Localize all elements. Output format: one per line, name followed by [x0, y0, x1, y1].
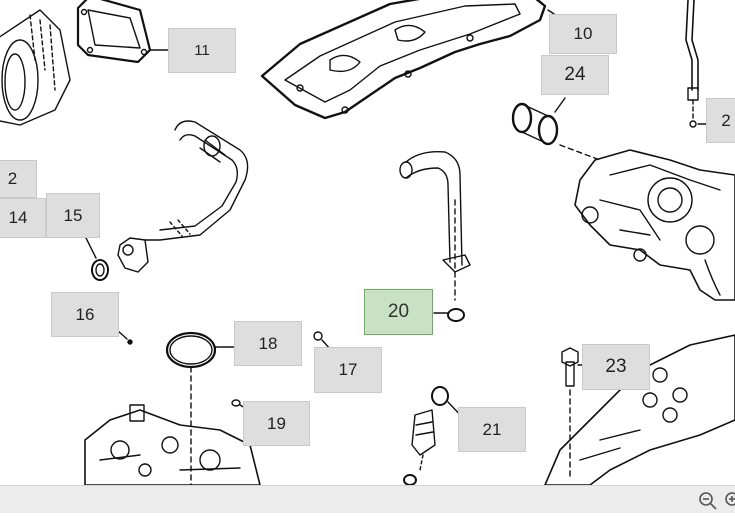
callout-2-right[interactable]: 2	[706, 98, 735, 143]
housing-assembly-lower-left	[84, 404, 261, 485]
callout-18[interactable]: 18	[234, 321, 302, 366]
cover-gasket-part-10	[260, 0, 576, 120]
callout-10[interactable]: 10	[549, 14, 617, 54]
breather-hose-part	[399, 151, 471, 301]
callout-14[interactable]: 14	[0, 198, 46, 238]
callout-20-selected[interactable]: 20	[364, 289, 433, 335]
thermostat-housing-part	[0, 9, 71, 126]
housing-assembly-right	[574, 149, 735, 301]
coolant-hose-part	[117, 120, 249, 273]
sensor-part-21	[403, 386, 466, 485]
callout-15[interactable]: 15	[46, 193, 100, 238]
callout-24[interactable]: 24	[541, 55, 609, 95]
o-ring-part-15	[82, 231, 109, 281]
callout-21[interactable]: 21	[458, 407, 526, 452]
exploded-parts-illustration	[0, 0, 735, 485]
o-ring-part-18	[165, 331, 251, 485]
o-ring-part-20	[433, 308, 465, 322]
callout-2-left[interactable]: 2	[0, 160, 37, 198]
zoom-in-icon[interactable]	[724, 491, 735, 511]
callout-17[interactable]: 17	[314, 347, 382, 393]
viewer-toolbar	[0, 485, 735, 513]
gasket-part-11	[76, 0, 169, 64]
callout-16[interactable]: 16	[51, 292, 119, 337]
callout-11[interactable]: 11	[168, 28, 236, 73]
zoom-out-icon[interactable]	[698, 491, 718, 511]
sleeve-part-24	[511, 97, 601, 161]
callout-23[interactable]: 23	[582, 344, 650, 390]
callout-19[interactable]: 19	[243, 401, 310, 446]
manifold-part	[544, 334, 735, 485]
